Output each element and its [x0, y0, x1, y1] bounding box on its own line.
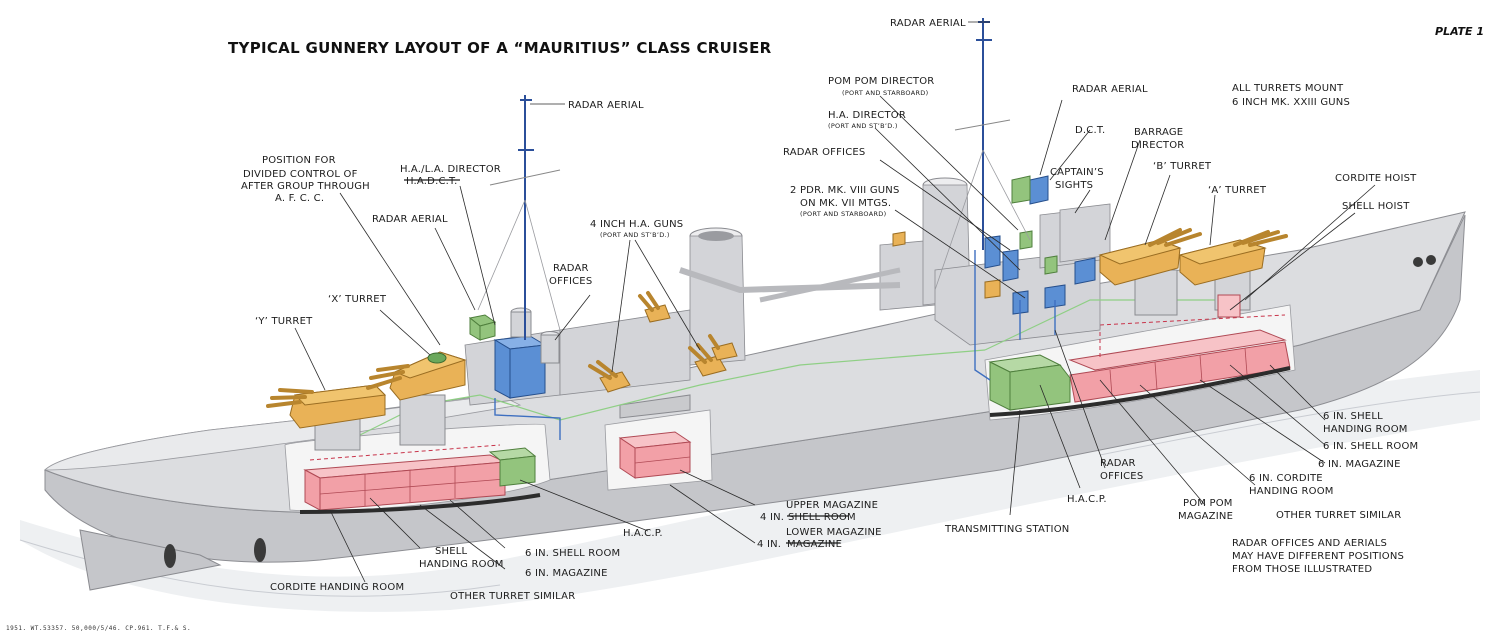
label-divided-control-1: POSITION FOR — [262, 155, 336, 166]
masts — [477, 18, 1031, 340]
y-turret — [266, 384, 387, 451]
label-radar-aerial-mainmast: RADAR AERIAL — [568, 100, 644, 111]
label-hacp-fwd: H.A.C.P. — [1067, 494, 1107, 505]
label-pom-pom-director-sub: (PORT AND STARBOARD) — [842, 89, 928, 97]
label-hala-director: H.A./L.A. DIRECTOR — [400, 164, 501, 175]
label-radar-offices-fwd: RADAR OFFICES — [783, 147, 865, 158]
label-four-inch-ha: 4 INCH H.A. GUNS — [590, 219, 683, 230]
labels: TYPICAL GUNNERY LAYOUT OF A “MAURITIUS” … — [6, 18, 1484, 632]
label-radar-offices-aft-1: RADAR — [553, 263, 589, 274]
aft-superstructure — [464, 307, 691, 406]
label-four-inch-ha-sub: (PORT AND ST’B’D.) — [600, 231, 670, 239]
label-hacp-aft: H.A.C.P. — [623, 528, 663, 539]
label-radar-note-2: MAY HAVE DIFFERENT POSITIONS — [1232, 551, 1404, 562]
plate-number: PLATE 1 — [1435, 25, 1484, 38]
label-ha-director: H.A. DIRECTOR — [828, 110, 906, 121]
label-transmitting-station: TRANSMITTING STATION — [944, 524, 1069, 535]
four-inch-magazines — [604, 409, 713, 491]
label-lower-magazine: LOWER MAGAZINE — [786, 527, 882, 538]
bridge-superstructure — [879, 175, 1111, 346]
label-magazine-struck: MAGAZINE — [787, 539, 842, 550]
label-shell-room-struck: SHELL ROOM — [788, 512, 856, 523]
label-a-turret: ‘A’ TURRET — [1208, 185, 1267, 196]
propellers — [79, 529, 266, 591]
bow-badge — [1413, 255, 1436, 267]
label-shell-handing-fwd-1: 6 IN. SHELL — [1323, 411, 1383, 422]
label-x-turret: ‘X’ TURRET — [328, 294, 387, 305]
b-turret — [1098, 228, 1202, 316]
label-barrage-2: DIRECTOR — [1131, 140, 1184, 151]
label-four-in-1: 4 IN. — [760, 512, 784, 523]
label-other-turret-fwd: OTHER TURRET SIMILAR — [1276, 510, 1401, 521]
label-dct: D.C.T. — [1075, 125, 1105, 136]
label-cordite-handing-aft: CORDITE HANDING ROOM — [270, 582, 404, 593]
label-radar-aerial-x: RADAR AERIAL — [372, 214, 448, 225]
label-hadct: H.A.D.C.T. — [406, 176, 458, 187]
label-divided-control-3: AFTER GROUP THROUGH — [241, 181, 370, 192]
label-radar-offices-low-1: RADAR — [1100, 458, 1136, 469]
label-two-pdr-sub: (PORT AND STARBOARD) — [800, 210, 886, 218]
label-pom-pom-mag-1: POM POM — [1183, 498, 1233, 509]
label-radar-offices-low-2: OFFICES — [1100, 471, 1143, 482]
aft-funnel — [689, 227, 746, 366]
label-cordite-handing-fwd-1: 6 IN. CORDITE — [1249, 473, 1323, 484]
label-four-in-2: 4 IN. — [757, 539, 781, 550]
label-shell-room-aft: 6 IN. SHELL ROOM — [525, 548, 620, 559]
note-turrets-line2: 6 INCH MK. XXIII GUNS — [1232, 97, 1350, 108]
label-radar-offices-aft-2: OFFICES — [549, 276, 592, 287]
label-shell-handing-aft-2: HANDING ROOM — [419, 559, 504, 570]
a-turret — [1178, 230, 1288, 318]
label-captains-sights-1: CAPTAIN’S — [1050, 167, 1104, 178]
label-upper-magazine: UPPER MAGAZINE — [786, 500, 878, 511]
label-other-turret-aft: OTHER TURRET SIMILAR — [450, 591, 575, 602]
label-y-turret: ‘Y’ TURRET — [255, 316, 313, 327]
label-b-turret: ‘B’ TURRET — [1153, 161, 1212, 172]
forward-cutaway — [984, 304, 1296, 421]
label-two-pdr-2: ON MK. VII MTGS. — [800, 198, 891, 209]
label-ha-director-sub: (PORT AND ST’B’D.) — [828, 122, 898, 130]
label-divided-control-4: A. F. C. C. — [275, 193, 324, 204]
label-magazine-aft: 6 IN. MAGAZINE — [525, 568, 608, 579]
label-shell-room-fwd: 6 IN. SHELL ROOM — [1323, 441, 1418, 452]
label-radar-aerial-foremast: RADAR AERIAL — [890, 18, 966, 29]
label-pom-pom-director: POM POM DIRECTOR — [828, 76, 934, 87]
note-turrets-line1: ALL TURRETS MOUNT — [1232, 83, 1344, 94]
label-two-pdr-1: 2 PDR. MK. VIII GUNS — [790, 185, 900, 196]
label-radar-aerial-dct: RADAR AERIAL — [1072, 84, 1148, 95]
label-shell-hoist: SHELL HOIST — [1342, 201, 1410, 212]
label-pom-pom-mag-2: MAGAZINE — [1178, 511, 1233, 522]
label-barrage-1: BARRAGE — [1134, 127, 1183, 138]
x-turret — [366, 351, 467, 446]
diagram-title: TYPICAL GUNNERY LAYOUT OF A “MAURITIUS” … — [228, 39, 772, 57]
label-magazine-fwd: 6 IN. MAGAZINE — [1318, 459, 1401, 470]
label-captains-sights-2: SIGHTS — [1055, 180, 1093, 191]
four-inch-guns — [588, 291, 738, 393]
print-footer: 1951. WT.53357. 50,000/5/46. CP.961. T.F… — [6, 625, 191, 632]
label-cordite-handing-fwd-2: HANDING ROOM — [1249, 486, 1334, 497]
label-radar-note-3: FROM THOSE ILLUSTRATED — [1232, 564, 1372, 575]
label-radar-note-1: RADAR OFFICES AND AERIALS — [1232, 538, 1387, 549]
label-divided-control-2: DIVIDED CONTROL OF — [243, 169, 358, 180]
label-shell-handing-fwd-2: HANDING ROOM — [1323, 424, 1408, 435]
midships-crane — [619, 267, 901, 419]
label-cordite-hoist: CORDITE HOIST — [1335, 173, 1417, 184]
label-shell-handing-aft-1: SHELL — [435, 546, 468, 557]
leader-lines — [294, 21, 1376, 583]
